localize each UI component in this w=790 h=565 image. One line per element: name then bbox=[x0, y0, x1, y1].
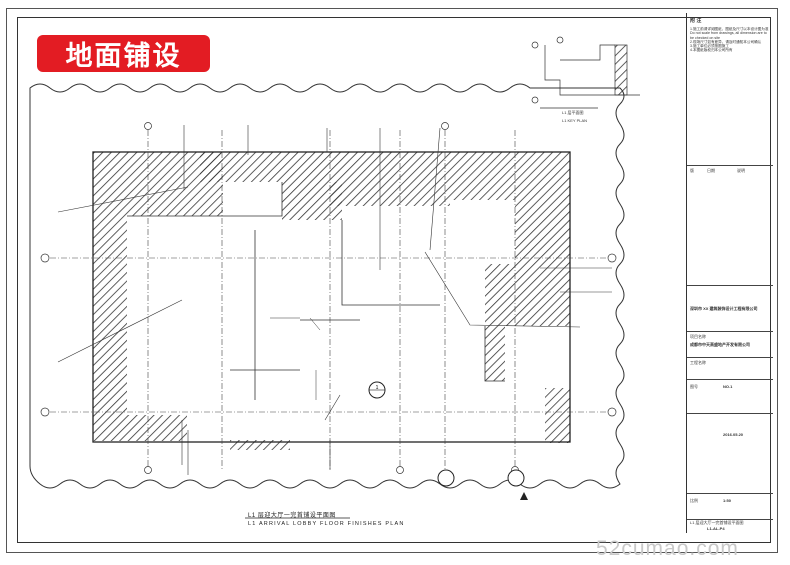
key-plan-graphic bbox=[531, 36, 640, 109]
date-block: 2016.05.20 bbox=[687, 413, 773, 443]
note-line: Do not scale from drawings, all dimensio… bbox=[690, 31, 767, 40]
project-name: 成都市中天高盛地产开发有限公司 bbox=[690, 342, 750, 347]
project-label: 项目名称 bbox=[690, 334, 706, 339]
key-plan-label-en: L1 KEY PLAN bbox=[562, 118, 588, 123]
revision-header-desc: 说明 bbox=[737, 168, 745, 173]
sheet-code-block: L1 层迎大厅一完首铺设平面图 L1-AL-P4 bbox=[687, 519, 773, 533]
plan-outline bbox=[92, 151, 571, 443]
note-line: 2.现场尺寸如有差异，请及时通知本公司确认 bbox=[690, 39, 762, 44]
north-arrow-icon bbox=[520, 492, 528, 500]
drawing-name-label: 工程名称 bbox=[690, 360, 706, 365]
company-block: 深圳市 XX 建筑装饰设计工程有限公司 bbox=[687, 285, 773, 325]
scale-label: 比例 bbox=[690, 498, 698, 503]
grid-bubbles bbox=[40, 122, 617, 474]
drawing-sheet bbox=[6, 8, 778, 553]
inner-walls bbox=[127, 182, 505, 400]
project-block: 项目名称 成都市中天高盛地产开发有限公司 bbox=[687, 331, 773, 357]
revision-header-date: 日期 bbox=[707, 168, 715, 173]
sheet-name: L1 层迎大厅一完首铺设平面图 bbox=[690, 520, 744, 525]
drawing-border bbox=[17, 17, 771, 543]
drawing-no-label: 图号 bbox=[690, 384, 698, 389]
watermark: 52cumao.com bbox=[596, 537, 739, 560]
scale-block: 比例 1:50 bbox=[687, 493, 773, 519]
section-marker-2 bbox=[437, 469, 455, 487]
plan-caption-en: L1 ARRIVAL LOBBY FLOOR FINISHES PLAN bbox=[248, 521, 405, 527]
note-line: 3.施工单位必须按图施工 bbox=[690, 44, 729, 49]
company-name: 深圳市 XX 建筑装饰设计工程有限公司 bbox=[690, 306, 758, 311]
drawing-date: 2016.05.20 bbox=[723, 432, 744, 437]
notes-header: 附 注 bbox=[690, 18, 702, 24]
drawing-no-block: 图号 NO.1 bbox=[687, 379, 773, 399]
page-title-banner: 地面铺设 bbox=[37, 35, 210, 72]
scale-value: 1:50 bbox=[723, 498, 732, 503]
hatched-areas bbox=[93, 152, 570, 450]
section-marker-1-label: 1 bbox=[376, 385, 379, 391]
revision-cloud bbox=[29, 83, 625, 489]
revision-header-rev: 版 bbox=[690, 168, 694, 173]
sheet-code: L1-AL-P4 bbox=[707, 526, 725, 531]
key-plan-label: L1 层平面图 bbox=[562, 110, 584, 115]
plan-caption-cn: L1 层迎大厅一完首铺设平面图 bbox=[248, 513, 336, 519]
revision-table: 版 日期 说明 bbox=[687, 165, 773, 225]
dimension-lines bbox=[270, 317, 321, 400]
note-line: 1.施工前请详阅图纸，图纸及尺寸以本设计图为准 bbox=[690, 27, 769, 31]
drawing-name-block: 工程名称 bbox=[687, 357, 773, 379]
title-block: 附 注 1.施工前请详阅图纸，图纸及尺寸以本设计图为准 Do not scale… bbox=[686, 13, 773, 533]
section-marker-3 bbox=[507, 469, 525, 487]
note-line: 4.本图纸版权归本公司所有 bbox=[690, 48, 733, 53]
leader-lines bbox=[57, 125, 612, 475]
notes-list: 1.施工前请详阅图纸，图纸及尺寸以本设计图为准 Do not scale fro… bbox=[690, 27, 770, 53]
drawing-no: NO.1 bbox=[723, 384, 733, 389]
